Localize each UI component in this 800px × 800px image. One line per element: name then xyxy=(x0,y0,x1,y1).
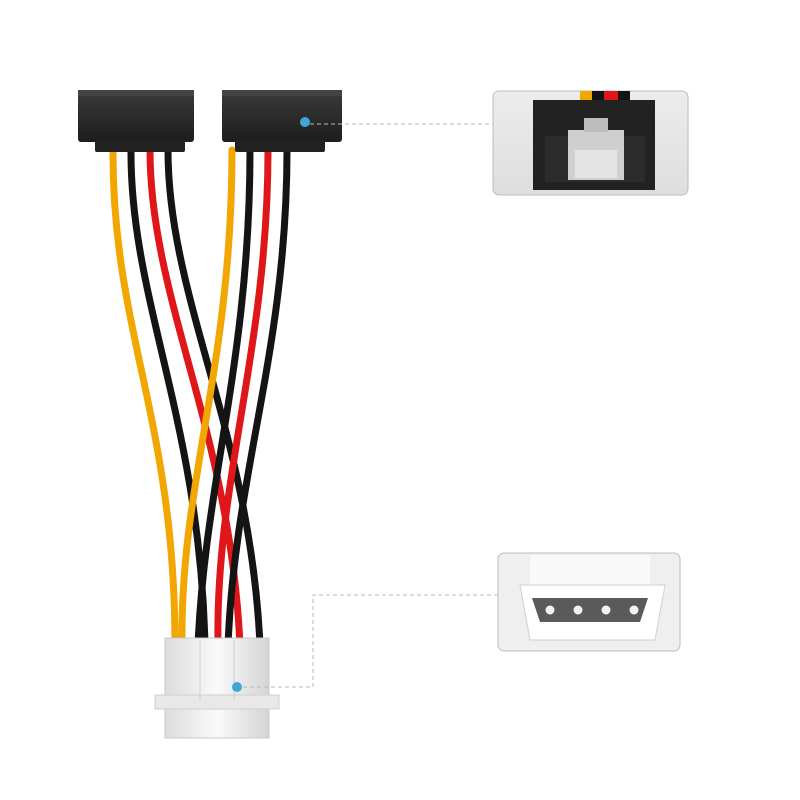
wire-red-right xyxy=(214,146,272,649)
top-marker-icon xyxy=(300,117,310,127)
sata-callout-panel xyxy=(492,90,689,196)
molex-connector xyxy=(154,637,280,739)
wire-bundle-right xyxy=(178,146,291,649)
wire-black-left-a xyxy=(127,146,209,649)
sata-connector-left xyxy=(78,90,194,152)
wire-yellow-right xyxy=(178,146,236,649)
wire-yellow-left xyxy=(109,146,179,649)
sata-connector-right xyxy=(222,90,342,152)
bottom-leader-line xyxy=(243,594,498,688)
wire-black-right-b xyxy=(224,146,291,649)
molex-callout-panel xyxy=(497,552,681,652)
wire-black-right-a xyxy=(194,146,254,649)
bottom-marker-icon xyxy=(232,682,242,692)
